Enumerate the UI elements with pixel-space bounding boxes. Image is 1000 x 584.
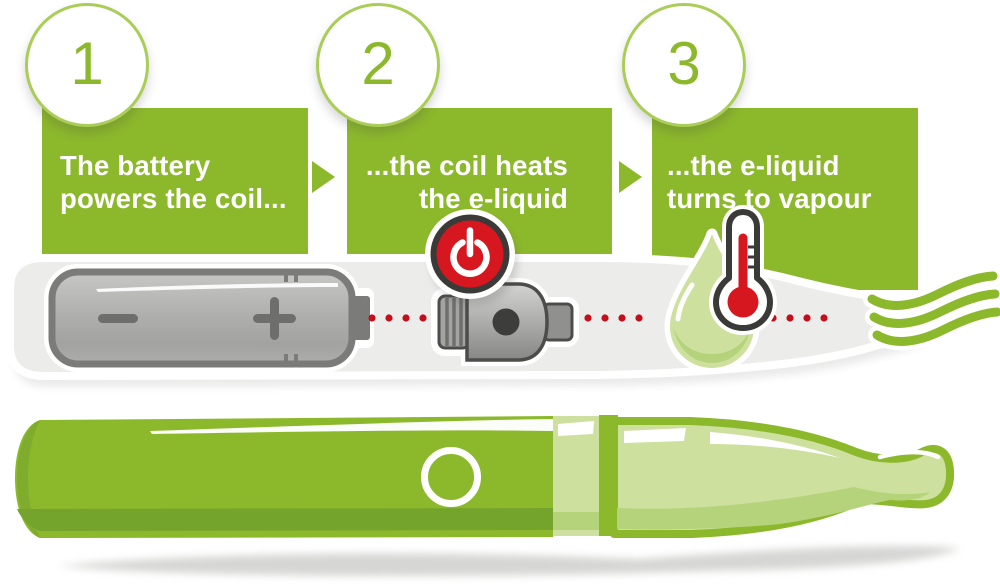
step-1-number-circle: 1	[25, 3, 149, 127]
step-3-number: 3	[667, 30, 701, 97]
step-2-number: 2	[361, 30, 395, 97]
step-1-number: 1	[70, 30, 104, 97]
device-button-ring	[421, 447, 481, 507]
battery-icon	[44, 264, 374, 372]
step-arrow-1-icon	[312, 161, 335, 193]
step-3-label-line2: turns to vapour	[667, 183, 872, 214]
device-shadow	[58, 545, 960, 576]
battery-plus-symbol	[253, 297, 296, 340]
step-arrow-2-icon	[619, 161, 642, 193]
step-2-number-circle: 2	[316, 3, 440, 127]
step-3-number-circle: 3	[622, 3, 746, 127]
device-battery-body	[15, 416, 553, 538]
vapour-icon	[863, 267, 1000, 351]
battery-vent-marks	[284, 273, 298, 363]
thermometer-icon	[709, 205, 777, 335]
power-button-icon	[425, 209, 518, 305]
step-2-label-line1: ...the coil heats	[365, 150, 568, 181]
e-cigarette-device	[15, 415, 955, 538]
battery-minus-symbol	[98, 314, 138, 323]
step-3-label-line1: ...the e-liquid	[667, 150, 840, 181]
step-1-label-line2: powers the coil...	[60, 183, 287, 214]
step-2-label-line2: the e-liquid	[418, 183, 568, 214]
step-1-label-line1: The battery	[60, 150, 211, 181]
